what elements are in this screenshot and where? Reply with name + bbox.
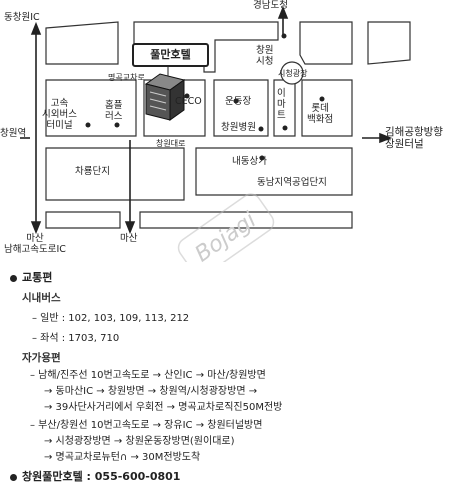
city-bus-title: 시내버스 [22,292,61,304]
label-lotte: 롯데 백화점 [307,103,334,125]
car-title: 자가용편 [22,352,61,364]
bullet-icon [10,275,17,282]
label-gyeongnam-docheong: 경남도청 [253,0,288,11]
label-dongchangwon-ic: 동창원IC [4,12,40,23]
label-gimhae-airport: 김해공항방향 창원터널 [385,126,443,150]
roundabout [280,61,304,85]
hotel-label: 풀만호텔 [132,43,209,67]
label-emart: 이 마 트 [277,88,286,121]
label-changwon-station: 창원역 [0,128,27,139]
road-arrows [20,5,393,235]
route1-line: → 동마산IC → 창원방면 → 창원역/시청광장방면 → [44,386,258,397]
location-map: 풀만호텔 동창원IC 경남도청 창원 시청 시청광장 명곡교차로 고속 시외버스… [0,0,443,267]
bus-general: – 일반 : 102, 103, 109, 113, 212 [32,313,190,324]
label-changwon-daero: 창원대로 [156,139,186,148]
route2-line: → 시청광장방면 → 창원운동장방면(원이대로) [44,436,235,447]
route2-line: → 명곡교차로뉴턴∩ → 30M전방도착 [44,452,201,463]
label-ceco: CECO [175,96,202,107]
label-naedong-sangga: 내동상가 [232,156,267,167]
bojagi-watermark [177,193,275,262]
label-changwon-sicheong: 창원 시청 [256,45,274,67]
hotel-building-icon [144,73,186,121]
label-undongjang: 운동장 [225,96,252,107]
bullet-icon [10,474,17,481]
label-masan: 마산 [120,233,138,244]
label-masan-namhae: 마산 남해고속도로IC [4,233,66,255]
label-homeplus: 홈플 러스 [105,100,123,122]
bus-seated: – 좌석 : 1703, 710 [32,333,120,344]
route1-line: → 39사단사거리에서 우회전 → 명곡교차로직진50M전방 [44,402,283,413]
route1-line: – 남해/진주선 10번고속도로 → 산인IC → 마산/창원방면 [30,370,266,381]
hotel-phone: 창원풀만호텔 : 055-600-0801 [22,470,181,483]
transport-title: 교통편 [22,271,53,284]
route2-line: – 부산/창원선 10번고속도로 → 장유IC → 창원터널방면 [30,420,263,431]
label-industrial-complex: 동남지역공업단지 [257,177,327,188]
label-myeonggok-gyocharo: 명곡교차로 [108,73,145,82]
location-dots [85,33,325,161]
label-sicheong-gwangjang: 시청광장 [278,69,308,78]
label-gosok-terminal: 고속 시외버스 터미널 [42,98,77,131]
label-changwon-hospital: 창원병원 [221,122,256,133]
map-roads [20,5,411,262]
label-charyong-danji: 차룡단지 [75,166,110,177]
